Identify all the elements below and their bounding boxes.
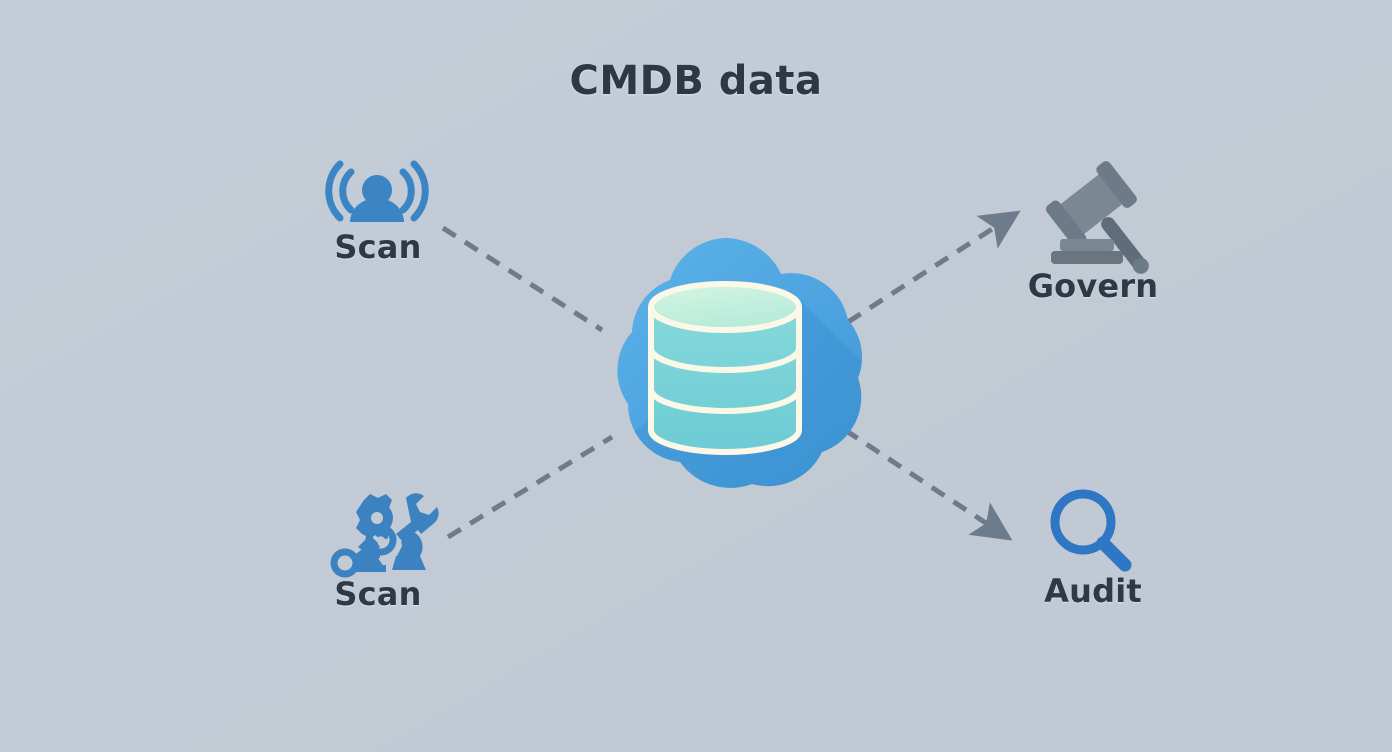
person-broadcast-icon [325,160,429,222]
page-title: CMDB data [569,58,823,104]
node-label-audit: Audit [1044,572,1142,610]
connector-cmdb-to-govern [846,210,1021,325]
connector-scan-top-to-cmdb [441,225,604,333]
node-label-scan-top: Scan [334,228,422,266]
connector-scan-bottom-to-cmdb [446,434,614,540]
cmdb-database-cloud [617,238,863,488]
tools-gear-microscope-icon [330,493,439,578]
db-band-divider-2 [648,388,802,414]
gavel-icon [1045,161,1149,274]
microscope-shape [330,530,426,578]
db-body [651,307,799,452]
node-label-govern: Govern [1027,267,1159,305]
wrench-shape [396,493,439,542]
gavel-sound-block [1051,239,1123,264]
database-cylinder [648,281,802,455]
db-band-divider-1 [648,347,802,373]
magnifier-icon [1050,489,1132,572]
db-top [651,284,799,330]
node-label-scan-bottom: Scan [334,575,422,613]
connector-cmdb-to-audit [843,427,1013,541]
connector-layer [441,210,1021,541]
db-bottom [648,429,802,455]
